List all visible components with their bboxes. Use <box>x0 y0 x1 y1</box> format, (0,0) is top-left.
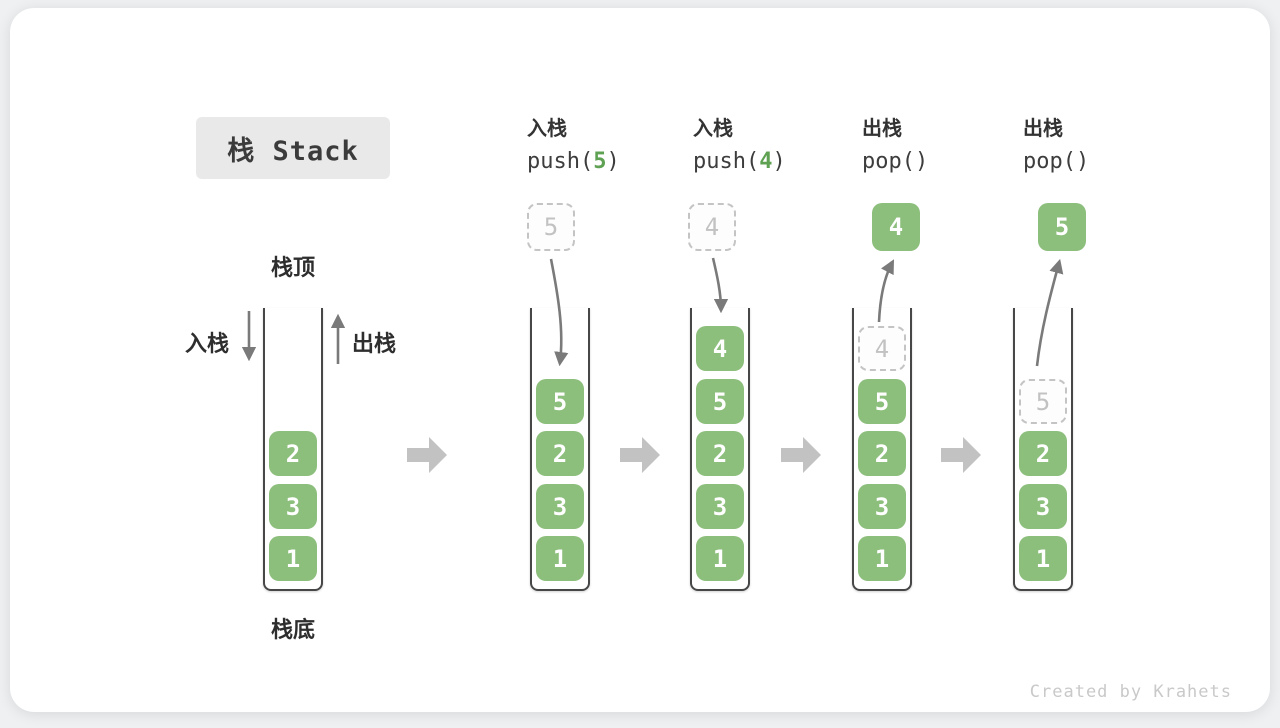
op-code: push(4) <box>693 149 873 174</box>
stack-cell: 4 <box>696 326 744 371</box>
op-label: 出栈 <box>862 116 902 140</box>
op-code-arg: 4 <box>759 149 773 174</box>
op-group-push-4: 入栈 push(4) <box>693 112 873 174</box>
stack-cell: 1 <box>536 536 584 581</box>
push-arrow-icon <box>711 257 729 314</box>
op-code-post: ) <box>914 149 929 174</box>
op-group-pop-4: 出栈 pop() <box>862 112 1042 174</box>
stack-cell-ghost: 5 <box>1019 379 1067 424</box>
block-arrow-icon <box>620 437 660 473</box>
stack-cell: 1 <box>696 536 744 581</box>
stack-cell: 3 <box>858 484 906 529</box>
op-code-post: ) <box>606 149 620 174</box>
watermark: Created by Krahets <box>1029 682 1232 702</box>
op-code-pre: push( <box>527 149 594 174</box>
stack-cell-ghost: 4 <box>858 326 906 371</box>
stack-cell: 3 <box>1019 484 1067 529</box>
block-arrow-icon <box>407 437 447 473</box>
push-direction-label: 入栈 <box>185 332 230 357</box>
op-code: push(5) <box>527 149 707 174</box>
stack-cell: 1 <box>858 536 906 581</box>
page-title: 栈 Stack <box>227 135 359 167</box>
op-code-pre: pop( <box>862 149 915 174</box>
op-code-pre: pop( <box>1023 149 1076 174</box>
stack-cell: 3 <box>269 484 317 529</box>
block-arrow-icon <box>941 437 981 473</box>
op-label: 入栈 <box>527 116 567 140</box>
incoming-item-box: 4 <box>688 203 736 251</box>
op-code: pop() <box>862 149 1042 174</box>
stack-cell: 3 <box>696 484 744 529</box>
op-code-arg: 5 <box>593 149 607 174</box>
stack-cell: 5 <box>536 379 584 424</box>
popped-item-box: 4 <box>872 203 920 251</box>
op-group-pop-5: 出栈 pop() <box>1023 112 1203 174</box>
stack-cell: 5 <box>696 379 744 424</box>
stack-cell: 5 <box>858 379 906 424</box>
stack-cell: 2 <box>696 431 744 476</box>
op-label: 入栈 <box>693 116 733 140</box>
block-arrow-icon <box>781 437 821 473</box>
stack-cell: 2 <box>1019 431 1067 476</box>
stack-top-label: 栈顶 <box>270 256 315 281</box>
title-chip: 栈 Stack <box>196 117 390 179</box>
op-group-push-5: 入栈 push(5) <box>527 112 707 174</box>
pop-direction-label: 出栈 <box>352 332 397 357</box>
popped-item-box: 5 <box>1038 203 1086 251</box>
stack-bottom-label: 栈底 <box>270 618 315 643</box>
stack-cell: 1 <box>1019 536 1067 581</box>
diagram-card: 栈 Stack 入栈 push(5) 入栈 push(4) 出栈 pop() 出… <box>10 8 1270 712</box>
stack-cell: 3 <box>536 484 584 529</box>
stack-cell: 2 <box>269 431 317 476</box>
stack-cell: 2 <box>858 431 906 476</box>
stack-cell: 1 <box>269 536 317 581</box>
op-code: pop() <box>1023 149 1203 174</box>
op-code-pre: push( <box>693 149 760 174</box>
incoming-item-box: 5 <box>527 203 575 251</box>
op-label: 出栈 <box>1023 116 1063 140</box>
op-code-post: ) <box>1075 149 1090 174</box>
op-code-post: ) <box>772 149 786 174</box>
stack-cell: 2 <box>536 431 584 476</box>
